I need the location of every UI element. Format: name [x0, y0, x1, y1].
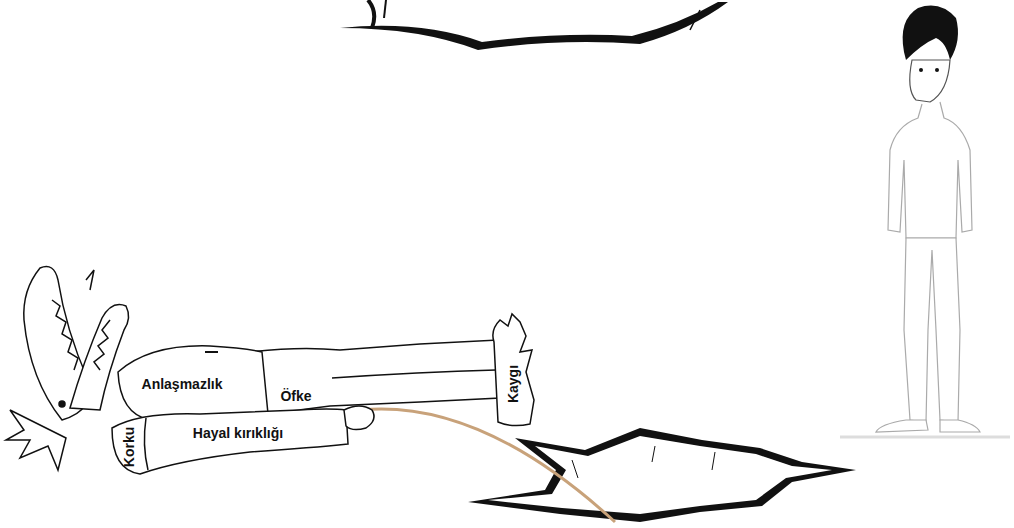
monster-arm [112, 409, 348, 474]
ground-shadow [840, 436, 1010, 439]
man-eye [935, 68, 939, 72]
man [840, 6, 1010, 437]
body-part-label: Korku [122, 427, 136, 467]
hole-crack [572, 446, 715, 478]
body-part-label: Anlaşmazlık [142, 377, 223, 391]
hole-edge [340, 2, 728, 50]
horn [86, 270, 94, 290]
rope [360, 409, 615, 522]
man-face [910, 60, 950, 102]
monster-feet [493, 314, 534, 426]
teeth [52, 300, 78, 370]
monster-torso [118, 346, 268, 421]
hole-crack [690, 10, 700, 30]
body-part-label: Kaygı [506, 365, 520, 403]
man-shoes [876, 420, 980, 432]
hole-crack [368, 0, 374, 28]
arm-line [144, 418, 148, 470]
eye [59, 401, 65, 407]
man-eye [919, 68, 923, 72]
mark [205, 351, 218, 353]
bottom-hole [468, 428, 856, 522]
monster [6, 267, 534, 475]
hole-edge [468, 428, 856, 522]
man-trousers [904, 238, 960, 422]
body-part-label: Öfke [280, 389, 311, 403]
head-spikes [6, 410, 66, 470]
top-hole [340, 0, 728, 50]
hole-inside [488, 436, 832, 514]
body-part-label: Hayal kırıklığı [193, 426, 283, 440]
monster-hand [344, 406, 374, 430]
leg-line [332, 370, 496, 378]
teeth [94, 320, 110, 370]
monster-snout [70, 305, 129, 411]
hole-crack [384, 0, 386, 18]
man-hair [903, 6, 958, 60]
man-shirt [888, 102, 972, 238]
monster-legs [250, 340, 500, 414]
